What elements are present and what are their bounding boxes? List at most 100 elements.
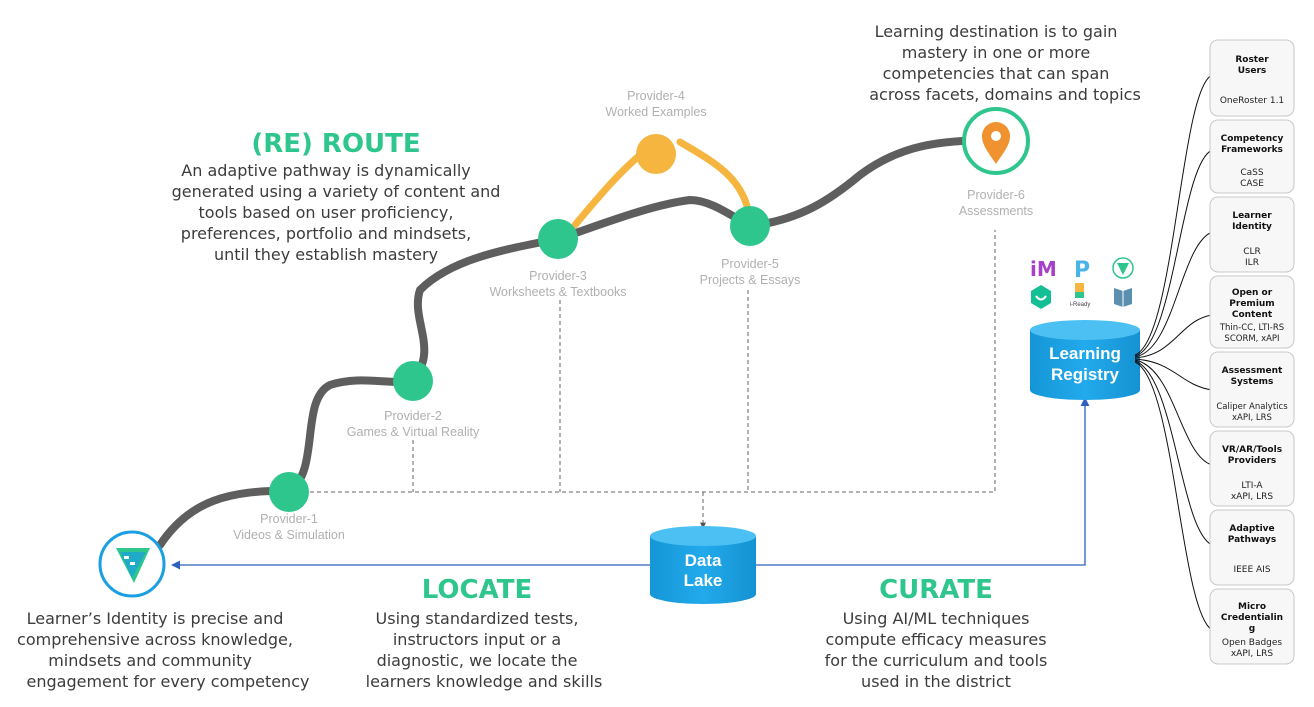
provider-4-node[interactable] — [636, 134, 676, 174]
dashed-connectors — [310, 230, 996, 529]
svg-text:Thin-CC, LTI-RS: Thin-CC, LTI-RS — [1219, 323, 1284, 333]
learner-identity-logo — [98, 530, 166, 598]
data-lake-cylinder[interactable]: Data Lake — [650, 526, 756, 604]
svg-text:P: P — [1074, 258, 1090, 283]
svg-text:Premium: Premium — [1229, 299, 1274, 309]
svg-text:until they establish mastery: until they establish mastery — [214, 245, 438, 264]
svg-text:Credentialin: Credentialin — [1221, 613, 1283, 623]
iready-logo-icon: i-Ready — [1070, 283, 1091, 308]
svg-text:Learner’s Identity is precise: Learner’s Identity is precise and — [27, 609, 284, 628]
svg-text:instructors input or a: instructors input or a — [393, 630, 561, 649]
svg-text:Pathways: Pathways — [1228, 535, 1276, 545]
provider-1-node[interactable] — [269, 472, 309, 512]
card-learner-identity[interactable]: Learner Identity CLR ILR — [1209, 196, 1295, 273]
card-competency-frameworks[interactable]: Competency Frameworks CaSS CASE — [1209, 119, 1295, 194]
svg-text:for the curriculum and tools: for the curriculum and tools — [825, 651, 1048, 670]
data-lake-label-2: Lake — [684, 571, 723, 590]
svg-text:ILR: ILR — [1245, 258, 1259, 268]
p-logo-icon: P — [1074, 258, 1090, 283]
svg-text:Content: Content — [1232, 310, 1273, 320]
provider-2-node[interactable] — [393, 361, 433, 401]
curate-description: Using AI/ML techniques compute efficacy … — [825, 609, 1048, 691]
svg-text:used in the district: used in the district — [861, 672, 1011, 691]
svg-text:xAPI, LRS: xAPI, LRS — [1231, 492, 1274, 502]
iready-logo-text: i-Ready — [1070, 302, 1091, 308]
locate-title: LOCATE — [422, 575, 532, 605]
svg-text:Using standardized tests,: Using standardized tests, — [376, 609, 579, 628]
svg-text:g: g — [1249, 624, 1255, 634]
destination-description: Learning destination is to gain mastery … — [869, 22, 1141, 104]
svg-text:mindsets and community: mindsets and community — [48, 651, 252, 670]
svg-text:Micro: Micro — [1238, 602, 1266, 612]
provider-1-name: Provider-1 — [260, 512, 318, 526]
card-vr-ar-tools-providers[interactable]: VR/AR/Tools Providers LTI-A xAPI, LRS — [1209, 430, 1295, 507]
svg-text:mastery in one or more: mastery in one or more — [902, 43, 1090, 62]
learning-registry-label-2: Registry — [1051, 365, 1120, 384]
learner-description: Learner’s Identity is precise and compre… — [17, 609, 309, 691]
card-open-premium-content[interactable]: Open or Premium Content Thin-CC, LTI-RS … — [1209, 275, 1295, 349]
provider-2-desc: Games & Virtual Reality — [347, 425, 480, 439]
learning-registry-cylinder[interactable]: Learning Registry — [1030, 320, 1140, 400]
card-connectors — [1134, 74, 1213, 631]
svg-text:Assessment: Assessment — [1222, 366, 1283, 376]
svg-text:Learner: Learner — [1232, 211, 1272, 221]
provider-4-name: Provider-4 — [627, 89, 685, 103]
svg-text:xAPI, LRS: xAPI, LRS — [1231, 649, 1274, 659]
curate-title: CURATE — [879, 575, 993, 605]
route-title: (RE) ROUTE — [251, 129, 420, 159]
svg-text:VR/AR/Tools: VR/AR/Tools — [1222, 445, 1282, 455]
svg-text:comprehensive across knowledge: comprehensive across knowledge, — [17, 630, 293, 649]
khan-academy-logo-icon — [1031, 285, 1051, 309]
provider-5-desc: Projects & Essays — [700, 273, 801, 287]
location-pin-icon — [982, 122, 1010, 164]
locate-description: Using standardized tests, instructors in… — [366, 609, 603, 691]
svg-text:competencies that can span: competencies that can span — [883, 64, 1110, 83]
svg-text:Providers: Providers — [1228, 456, 1277, 466]
svg-text:Frameworks: Frameworks — [1221, 145, 1283, 155]
provider-3-name: Provider-3 — [529, 269, 587, 283]
route-description: An adaptive pathway is dynamically gener… — [172, 161, 501, 264]
card-micro-credentialing[interactable]: Micro Credentialin g Open Badges xAPI, L… — [1209, 588, 1295, 665]
svg-text:xAPI, LRS: xAPI, LRS — [1232, 413, 1272, 423]
svg-text:tools based on user proficienc: tools based on user proficiency, — [199, 203, 454, 222]
provider-6-desc: Assessments — [959, 204, 1033, 218]
svg-text:CASE: CASE — [1240, 179, 1264, 189]
provider-3-node[interactable] — [538, 219, 578, 259]
svg-text:An adaptive pathway is dynamic: An adaptive pathway is dynamically — [181, 161, 470, 180]
svg-text:CLR: CLR — [1243, 247, 1261, 257]
card-list: Roster Users OneRoster 1.1 Competency Fr… — [1209, 39, 1295, 665]
triangle-logo-icon — [1112, 257, 1134, 279]
svg-text:generated using a variety of c: generated using a variety of content and — [172, 182, 501, 201]
card-assessment-systems[interactable]: Assessment Systems Caliper Analytics xAP… — [1209, 351, 1295, 428]
provider-5-node[interactable] — [730, 206, 770, 246]
svg-text:SCORM, xAPI: SCORM, xAPI — [1224, 334, 1279, 344]
im-logo-icon: iM — [1030, 257, 1057, 281]
provider-2-name: Provider-2 — [384, 409, 442, 423]
svg-text:Systems: Systems — [1231, 377, 1274, 387]
svg-text:OneRoster 1.1: OneRoster 1.1 — [1220, 96, 1284, 106]
svg-text:learners knowledge and skills: learners knowledge and skills — [366, 672, 603, 691]
provider-4-desc: Worked Examples — [605, 105, 706, 119]
svg-text:Identity: Identity — [1232, 222, 1272, 232]
svg-text:Competency: Competency — [1221, 134, 1284, 144]
partner-logos: iM P i-Ready — [1030, 257, 1134, 309]
svg-text:compute efficacy measures: compute efficacy measures — [825, 630, 1046, 649]
card-roster-users[interactable]: Roster Users OneRoster 1.1 — [1209, 39, 1295, 117]
svg-text:LTI-A: LTI-A — [1241, 481, 1263, 491]
data-lake-label-1: Data — [685, 551, 722, 570]
learning-registry-label-1: Learning — [1049, 344, 1121, 363]
provider-labels: Provider-1 Videos & Simulation Provider-… — [233, 89, 1033, 542]
svg-text:across facets, domains and top: across facets, domains and topics — [869, 85, 1141, 104]
main-pathway — [156, 136, 1000, 549]
provider-3-desc: Worksheets & Textbooks — [489, 285, 626, 299]
svg-text:Adaptive: Adaptive — [1229, 524, 1274, 534]
svg-text:Users: Users — [1238, 66, 1267, 76]
provider-1-desc: Videos & Simulation — [233, 528, 345, 542]
book-logo-icon — [1114, 288, 1132, 307]
card-adaptive-pathways[interactable]: Adaptive Pathways IEEE AIS — [1209, 509, 1295, 586]
svg-text:diagnostic, we locate the: diagnostic, we locate the — [377, 651, 578, 670]
svg-text:Open Badges: Open Badges — [1222, 638, 1283, 648]
flow-arrows — [171, 397, 1090, 570]
svg-text:CaSS: CaSS — [1240, 168, 1264, 178]
